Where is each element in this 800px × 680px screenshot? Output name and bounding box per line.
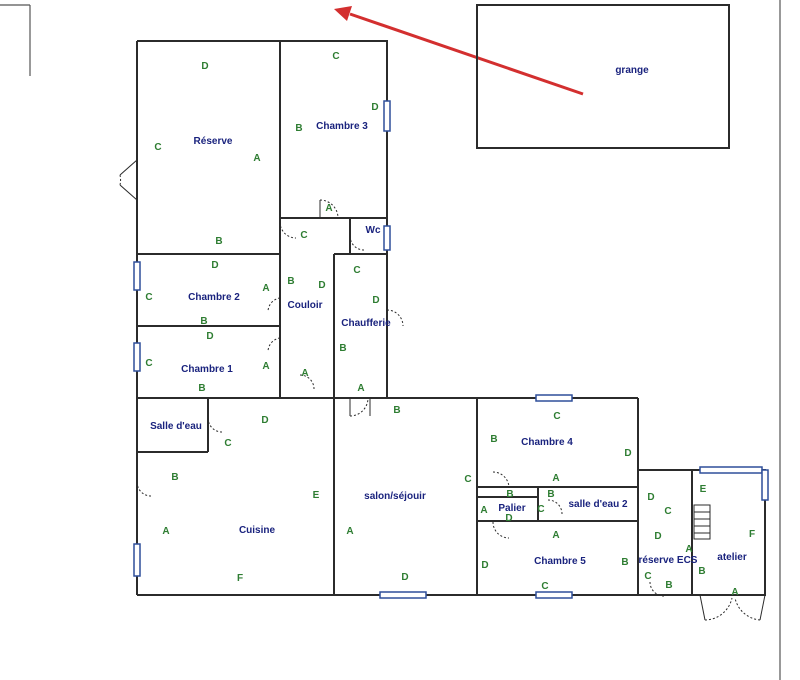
wall-marker: C <box>464 474 471 485</box>
wall-marker: D <box>481 560 488 571</box>
room-label-atelier: atelier <box>717 552 747 563</box>
wall-marker: B <box>198 383 205 394</box>
room-label-salon: salon/séjouir <box>364 491 426 502</box>
wall-marker: C <box>537 504 544 515</box>
window <box>133 342 141 372</box>
wall-marker: D <box>505 513 512 524</box>
window <box>379 591 427 599</box>
room-label-chambre-4: Chambre 4 <box>521 437 573 448</box>
wall-marker: A <box>253 153 260 164</box>
wall-marker: B <box>171 472 178 483</box>
orientation-arrow <box>334 6 584 96</box>
wall-marker: A <box>480 505 487 516</box>
wall-marker: B <box>547 489 554 500</box>
room-label-grange: grange <box>615 65 649 76</box>
wall-marker: C <box>644 571 651 582</box>
wall-marker: B <box>393 405 400 416</box>
wall-marker: C <box>300 230 307 241</box>
wall-marker: D <box>206 331 213 342</box>
wall-marker: D <box>654 531 661 542</box>
room-label-chambre-2: Chambre 2 <box>188 292 240 303</box>
wall-marker: C <box>664 506 671 517</box>
wall-marker: C <box>353 265 360 276</box>
wall-marker: B <box>698 566 705 577</box>
room-label-salle-deau: Salle d'eau <box>150 421 202 432</box>
room-label-reserve: Réserve <box>194 136 233 147</box>
page-frame <box>0 0 781 680</box>
wall-marker: D <box>371 102 378 113</box>
wall-marker: D <box>624 448 631 459</box>
wall-marker: C <box>145 292 152 303</box>
room-label-cuisine: Cuisine <box>239 525 276 536</box>
wall-marker: C <box>332 51 339 62</box>
window <box>383 225 391 251</box>
window <box>699 466 763 474</box>
wall-marker: C <box>154 142 161 153</box>
wall-marker: A <box>262 283 269 294</box>
room-label-chambre-3: Chambre 3 <box>316 121 368 132</box>
wall-marker: B <box>490 434 497 445</box>
grange-building <box>476 4 730 149</box>
wall-marker: B <box>665 580 672 591</box>
wall-marker: B <box>215 236 222 247</box>
wall-marker: D <box>647 492 654 503</box>
wall-marker: F <box>749 529 755 540</box>
window <box>133 543 141 577</box>
wall-marker: F <box>237 573 243 584</box>
wall-marker: D <box>261 415 268 426</box>
wall-marker: D <box>318 280 325 291</box>
window <box>535 591 573 599</box>
room-label-chambre-5: Chambre 5 <box>534 556 586 567</box>
wall-marker: C <box>145 358 152 369</box>
room-label-salle-deau-2: salle d'eau 2 <box>568 499 628 510</box>
window <box>535 394 573 402</box>
wall-marker: C <box>553 411 560 422</box>
wall-marker: A <box>262 361 269 372</box>
building-walls <box>136 40 766 596</box>
wall-marker: B <box>506 489 513 500</box>
wall-marker: A <box>552 530 559 541</box>
wall-marker: D <box>401 572 408 583</box>
wall-marker: B <box>339 343 346 354</box>
wall-marker: C <box>541 581 548 592</box>
wall-marker: B <box>295 123 302 134</box>
room-label-reserve-ecs: réserve ECS <box>639 555 698 566</box>
wall-marker: B <box>287 276 294 287</box>
room-label-couloir: Couloir <box>288 300 323 311</box>
wall-marker: A <box>325 203 332 214</box>
room-labels: grange Réserve Chambre 3 Wc Chambre 2 Co… <box>150 65 747 567</box>
wall-marker: D <box>372 295 379 306</box>
window <box>383 100 391 132</box>
wall-marker: D <box>201 61 208 72</box>
room-label-chambre-1: Chambre 1 <box>181 364 233 375</box>
wall-markers: D C A B C D B A C D C A B B D C D B D C … <box>145 51 755 598</box>
wall-marker: E <box>313 490 320 501</box>
wall-marker: B <box>200 316 207 327</box>
windows <box>133 100 769 599</box>
wall-marker: A <box>552 473 559 484</box>
stair <box>693 504 711 540</box>
wall-marker: A <box>731 587 738 598</box>
room-label-palier: Palier <box>498 503 525 514</box>
wall-marker: C <box>224 438 231 449</box>
room-label-wc: Wc <box>366 225 381 236</box>
window <box>761 469 769 501</box>
wall-marker: A <box>346 526 353 537</box>
wall-marker: A <box>357 383 364 394</box>
room-label-chaufferie: Chaufferie <box>341 318 391 329</box>
wall-marker: A <box>685 544 692 555</box>
wall-marker: D <box>211 260 218 271</box>
window <box>133 261 141 291</box>
wall-marker: E <box>700 484 707 495</box>
wall-marker: B <box>621 557 628 568</box>
wall-marker: A <box>162 526 169 537</box>
doors <box>119 159 766 621</box>
wall-marker: A <box>301 368 308 379</box>
